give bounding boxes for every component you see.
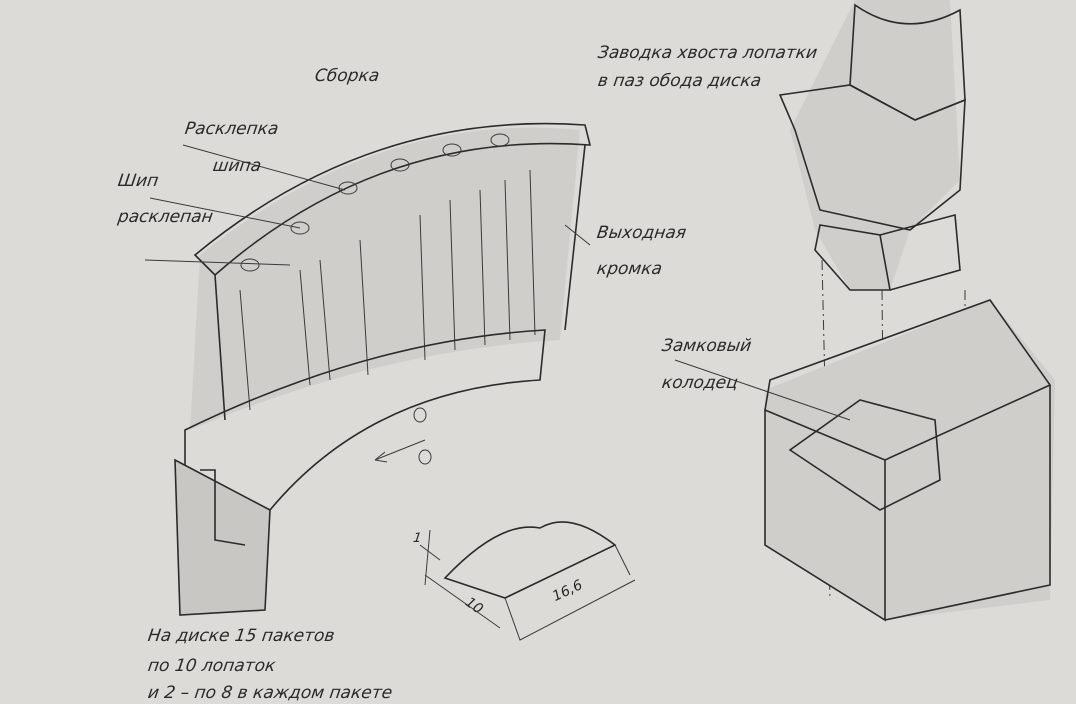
lock-well-label-2: колодец — [660, 373, 740, 393]
tenon-label-2: расклепан — [116, 207, 215, 227]
note-line-3: и 2 – по 8 в каждом пакете — [146, 683, 394, 703]
riveting-label-2: шипа — [211, 156, 263, 176]
assembly-title: Сборка — [313, 66, 381, 86]
note-line-1: На диске 15 пакетов — [146, 626, 336, 646]
note-line-2: по 10 лопаток — [146, 656, 277, 676]
blade-package-drawing — [144, 122, 592, 616]
trailing-edge-label-2: кромка — [595, 259, 664, 279]
shroud-strip-drawing — [419, 521, 636, 641]
lock-well-drawing — [674, 299, 1055, 622]
lock-well-label-1: Замковый — [660, 336, 753, 356]
riveting-label-1: Расклепка — [183, 119, 280, 139]
insertion-label-1: Заводка хвоста лопатки — [596, 43, 819, 63]
insertion-label-2: в паз обода диска — [596, 71, 763, 91]
trailing-edge-label-1: Выходная — [595, 223, 688, 243]
tenon-label-1: Шип — [116, 171, 160, 191]
